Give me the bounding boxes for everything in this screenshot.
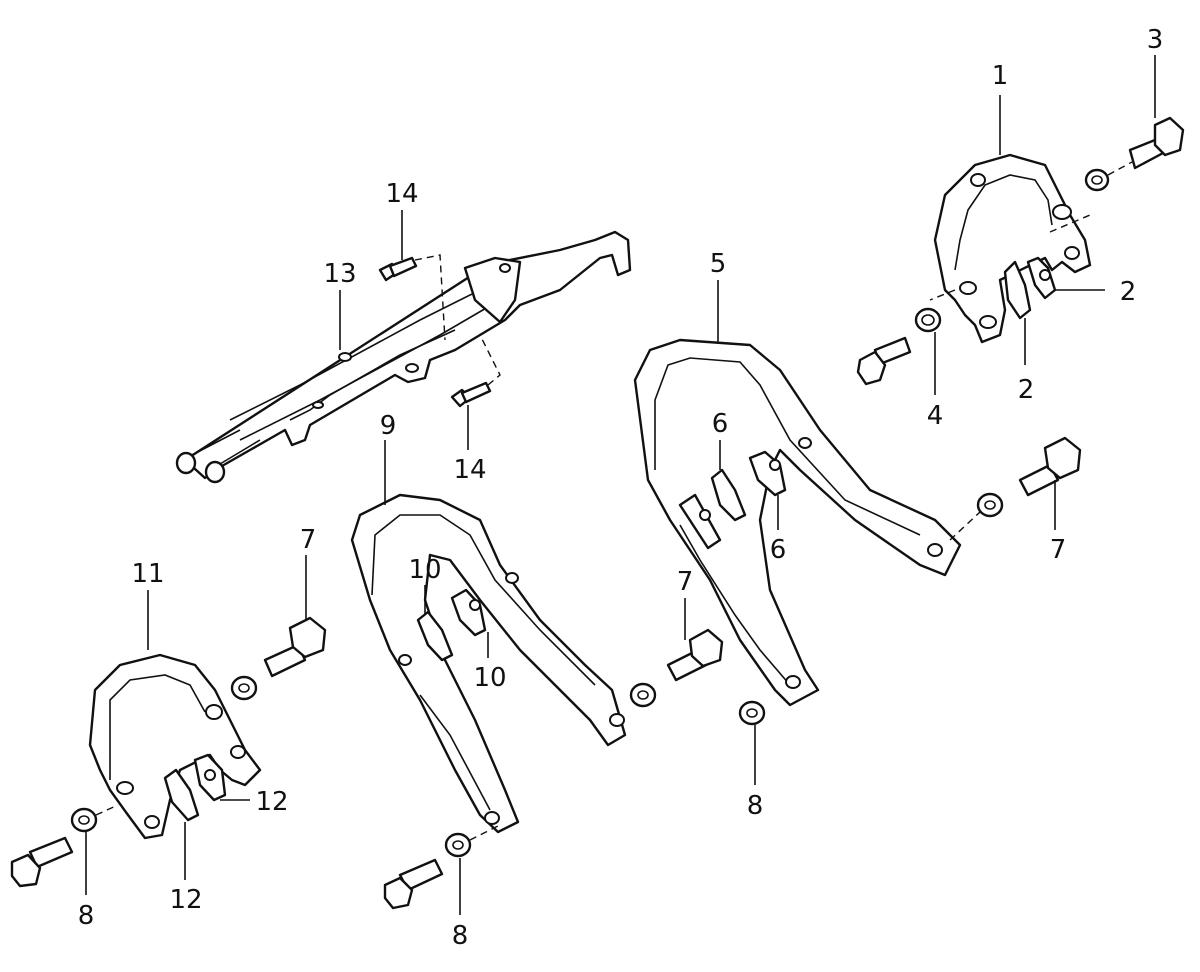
callout-7-middle: 7: [677, 567, 694, 597]
callout-11: 11: [131, 559, 164, 589]
callout-8-center: 8: [747, 791, 764, 821]
shift-rail-assembly: [175, 230, 632, 484]
callout-8-left: 8: [78, 901, 95, 931]
callout-13: 13: [323, 259, 356, 289]
bracket-1: [929, 153, 1092, 344]
callout-12-bottom: 12: [169, 885, 202, 915]
pads-2: [1003, 256, 1057, 320]
bracket-9: [350, 493, 627, 834]
callout-7-left: 7: [300, 525, 317, 555]
callout-2-right: 2: [1120, 277, 1137, 307]
pads-10: [416, 588, 487, 662]
callout-4: 4: [927, 401, 944, 431]
callout-8-bottom: 8: [452, 921, 469, 951]
bolt-7-middle: [629, 628, 766, 726]
bolt-8-middle: [383, 824, 501, 910]
bolt-4-washer: [856, 307, 942, 386]
callout-12-right: 12: [255, 787, 288, 817]
callout-14-top: 14: [385, 179, 418, 209]
callout-9: 9: [380, 411, 397, 441]
bolt-7-left: [230, 616, 327, 701]
pads-6: [699, 450, 787, 522]
bolt-3: [1084, 116, 1185, 192]
bolt-7-right: [949, 436, 1082, 541]
pads-12: [163, 753, 227, 822]
bracket-5: [633, 338, 962, 707]
callout-6-bottom: 6: [770, 535, 787, 565]
callout-10-top: 10: [408, 555, 441, 585]
callout-1: 1: [992, 61, 1009, 91]
callout-6-top: 6: [712, 409, 729, 439]
bolt-14-upper: [378, 254, 446, 341]
bracket-11: [88, 653, 262, 840]
bolt-14-lower: [450, 334, 501, 408]
callout-labels: 1 3 2 2 4 5 6 6 7 7 7 8 8 8 9 10 10 11 1…: [78, 25, 1164, 951]
leader-lines: [85, 55, 1156, 915]
callout-5: 5: [710, 249, 727, 279]
callout-10-bottom: 10: [473, 663, 506, 693]
bolt-8-left: [10, 804, 119, 888]
callout-3: 3: [1147, 25, 1164, 55]
callout-7-right: 7: [1050, 535, 1067, 565]
callout-2-bottom: 2: [1018, 375, 1035, 405]
callout-14-bottom: 14: [453, 455, 486, 485]
